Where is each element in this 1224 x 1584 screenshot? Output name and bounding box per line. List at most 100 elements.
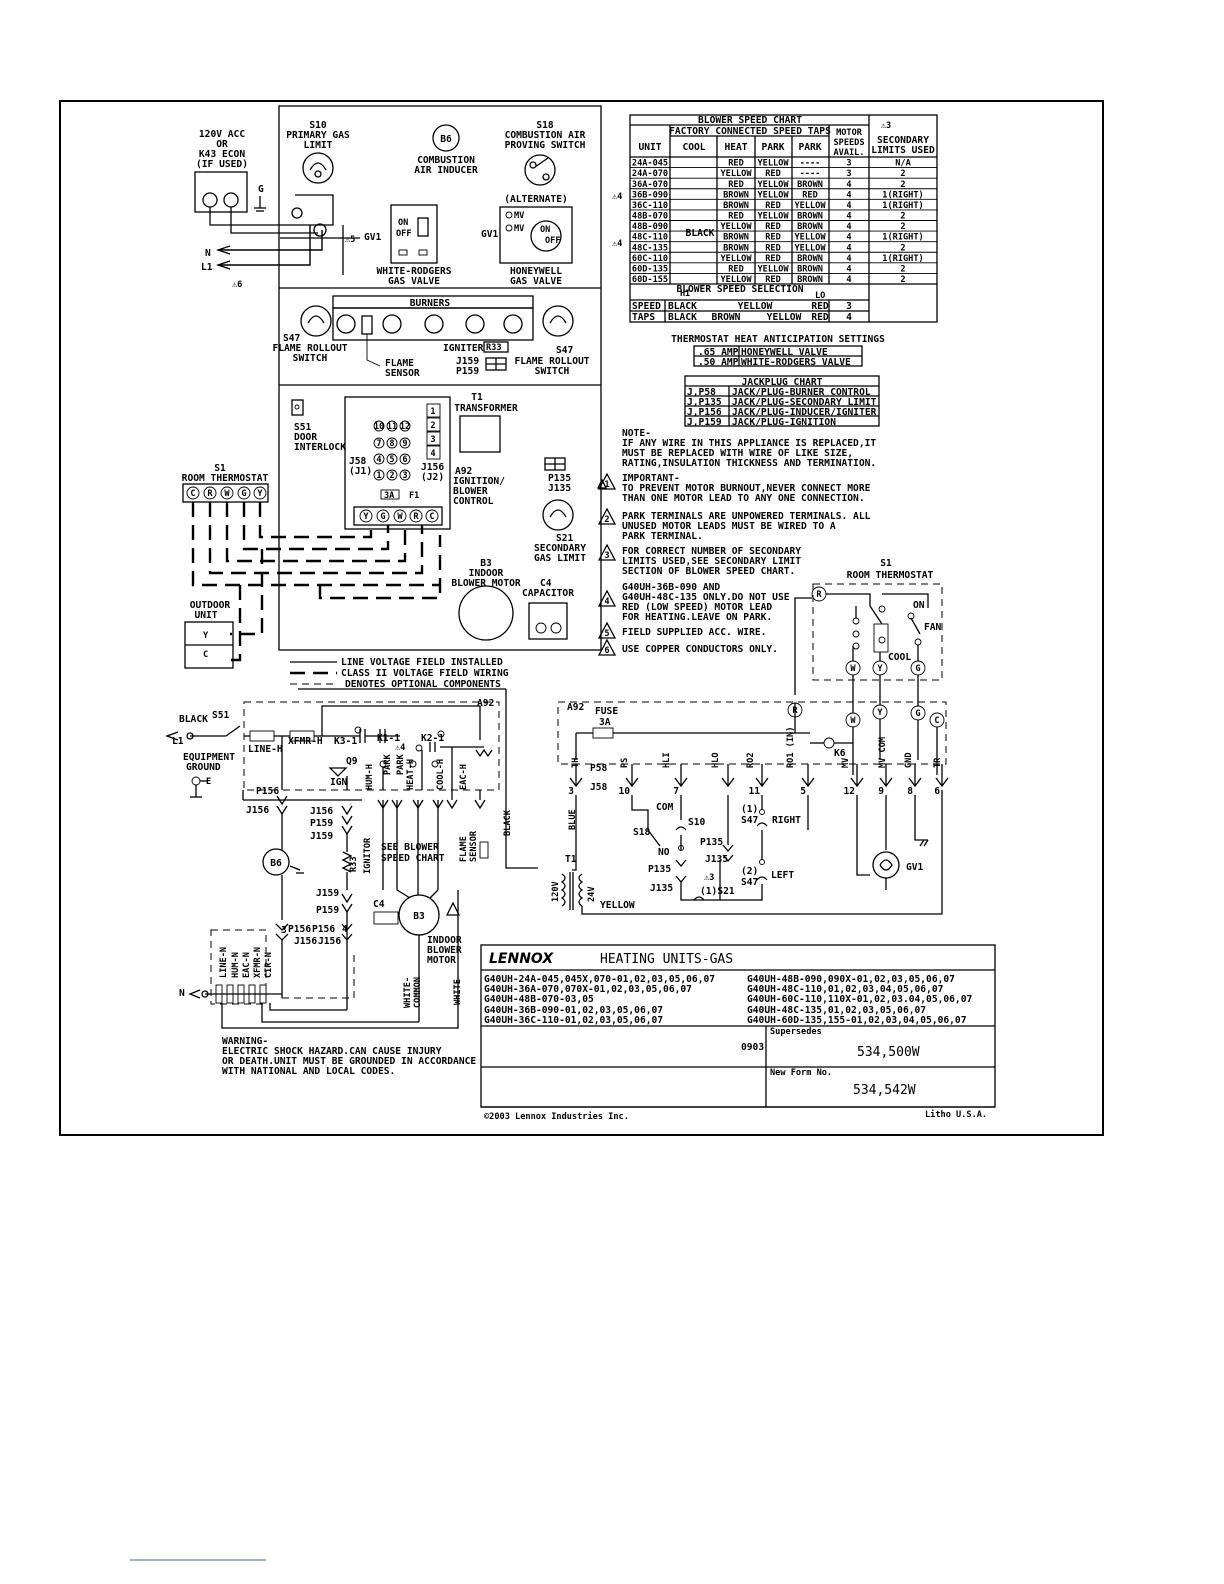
svg-text:PARK TERMINALS ARE UNPOWERED T: PARK TERMINALS ARE UNPOWERED TERMINALS. … bbox=[622, 511, 871, 522]
chart-cell: YELLOW bbox=[757, 190, 789, 200]
svg-text:(J1): (J1) bbox=[349, 466, 372, 477]
svg-text:OUTDOOR: OUTDOOR bbox=[190, 600, 231, 611]
svg-text:SEE BLOWER: SEE BLOWER bbox=[381, 842, 439, 853]
svg-text:RIGHT: RIGHT bbox=[772, 815, 801, 826]
svg-text:YELLOW: YELLOW bbox=[600, 900, 635, 911]
notes: NOTE- IF ANY WIRE IN THIS APPLIANCE IS R… bbox=[596, 428, 876, 656]
svg-text:COOL: COOL bbox=[888, 652, 911, 663]
chart-cell: 48C-135 bbox=[632, 243, 668, 253]
chart-cell: BROWN bbox=[797, 212, 823, 222]
svg-text:DENOTES OPTIONAL COMPONENTS: DENOTES OPTIONAL COMPONENTS bbox=[345, 679, 501, 690]
svg-text:FLAME: FLAME bbox=[385, 358, 414, 369]
svg-text:R33: R33 bbox=[486, 343, 502, 353]
svg-text:HEAT-H: HEAT-H bbox=[406, 759, 416, 790]
svg-text:HONEYWELL VALVE: HONEYWELL VALVE bbox=[741, 347, 828, 358]
chart-cell: RED bbox=[765, 275, 781, 285]
svg-text:P135: P135 bbox=[548, 473, 571, 484]
a92-control-board bbox=[344, 396, 451, 530]
svg-text:8: 8 bbox=[389, 439, 394, 449]
svg-text:RED: RED bbox=[811, 301, 829, 312]
svg-text:SECONDARY: SECONDARY bbox=[877, 135, 929, 146]
svg-text:P159: P159 bbox=[310, 818, 333, 829]
svg-text:FLAME ROLLOUT: FLAME ROLLOUT bbox=[514, 356, 589, 367]
svg-text:COMMON: COMMON bbox=[413, 977, 423, 1008]
svg-text:P135: P135 bbox=[648, 864, 671, 875]
svg-text:G40UH-48B-090,090X-01,02,03,05: G40UH-48B-090,090X-01,02,03,05,06,07 bbox=[747, 974, 955, 985]
svg-text:J,P156: J,P156 bbox=[687, 407, 722, 418]
ladder-b6-motor-icon bbox=[262, 848, 290, 876]
svg-text:(2): (2) bbox=[741, 866, 758, 877]
svg-text:A92: A92 bbox=[477, 698, 494, 709]
chart-cell: RED bbox=[765, 201, 781, 211]
chart-cell: BROWN bbox=[723, 243, 749, 253]
svg-text:YELLOW: YELLOW bbox=[738, 301, 773, 312]
b3-blower-motor-icon bbox=[458, 585, 514, 641]
accessory-box bbox=[194, 171, 248, 213]
chart-cell: RED bbox=[728, 212, 744, 222]
chart-cell: YELLOW bbox=[757, 159, 789, 169]
svg-text:3A: 3A bbox=[599, 717, 611, 728]
chart-cell: 24A-045 bbox=[632, 159, 668, 169]
svg-text:⚠3: ⚠3 bbox=[881, 121, 891, 131]
title-block: LENNOX HEATING UNITS-GAS G40UH-24A-045,0… bbox=[480, 944, 996, 1122]
svg-text:J58: J58 bbox=[349, 456, 367, 467]
svg-text:IMPORTANT-: IMPORTANT- bbox=[622, 473, 680, 484]
svg-text:GV1: GV1 bbox=[481, 229, 499, 240]
svg-text:R: R bbox=[792, 706, 798, 716]
svg-text:HI: HI bbox=[680, 289, 690, 299]
svg-text:SENSOR: SENSOR bbox=[469, 830, 479, 862]
chart-cell: 4 bbox=[846, 275, 851, 285]
chart-cell: 1(RIGHT) bbox=[882, 254, 923, 264]
svg-text:LO: LO bbox=[815, 291, 825, 301]
chart-cell: 4 bbox=[846, 180, 851, 190]
svg-text:GAS VALVE: GAS VALVE bbox=[388, 276, 440, 287]
svg-text:SECONDARY: SECONDARY bbox=[534, 543, 586, 554]
svg-text:7: 7 bbox=[376, 439, 381, 449]
svg-text:J156: J156 bbox=[318, 936, 341, 947]
svg-text:HLO: HLO bbox=[711, 752, 721, 768]
svg-text:J156: J156 bbox=[421, 462, 444, 473]
svg-text:S47: S47 bbox=[283, 333, 301, 344]
chart-cell: 4 bbox=[846, 264, 851, 274]
svg-text:FACTORY CONNECTED SPEED TAPS: FACTORY CONNECTED SPEED TAPS bbox=[669, 126, 831, 137]
svg-text:MV: MV bbox=[514, 211, 524, 221]
svg-text:R: R bbox=[413, 512, 419, 522]
chart-cell: BROWN bbox=[797, 222, 823, 232]
svg-text:INDOOR: INDOOR bbox=[427, 935, 462, 946]
svg-text:G40UH-36A-070,070X-01,02,03,05: G40UH-36A-070,070X-01,02,03,05,06,07 bbox=[484, 984, 692, 995]
svg-text:IGNITER: IGNITER bbox=[443, 343, 484, 354]
svg-text:AVAIL.: AVAIL. bbox=[833, 148, 864, 158]
svg-text:G: G bbox=[241, 489, 246, 499]
svg-text:C: C bbox=[190, 489, 195, 499]
svg-text:TR: TR bbox=[933, 757, 943, 768]
svg-text:Y: Y bbox=[203, 631, 209, 641]
svg-text:2: 2 bbox=[389, 471, 394, 481]
svg-text:K6: K6 bbox=[834, 748, 846, 759]
svg-text:G: G bbox=[380, 512, 385, 522]
svg-text:©2003 Lennox Industries Inc.: ©2003 Lennox Industries Inc. bbox=[484, 1111, 629, 1122]
svg-text:R: R bbox=[207, 489, 213, 499]
svg-text:G40UH-60C-110,110X-01,02,03.04: G40UH-60C-110,110X-01,02,03.04,05,06,07 bbox=[747, 994, 972, 1005]
svg-text:UNIT: UNIT bbox=[638, 142, 661, 153]
svg-text:GAS LIMIT: GAS LIMIT bbox=[534, 553, 586, 564]
chart-cell: 24A-070 bbox=[632, 169, 668, 179]
chart-cell: 2 bbox=[900, 243, 905, 253]
shock-warning: WARNING- ELECTRIC SHOCK HAZARD.CAN CAUSE… bbox=[222, 1036, 476, 1077]
svg-text:HONEYWELL: HONEYWELL bbox=[510, 266, 562, 277]
chart-cell: YELLOW bbox=[794, 201, 826, 211]
svg-text:4: 4 bbox=[430, 449, 435, 459]
svg-text:C: C bbox=[429, 512, 434, 522]
chart-cell: 4 bbox=[846, 222, 851, 232]
svg-text:J159: J159 bbox=[316, 888, 339, 899]
chart-cell: RED bbox=[765, 243, 781, 253]
chart-cell: YELLOW bbox=[720, 169, 752, 179]
gv1-valve-icon bbox=[872, 851, 900, 879]
svg-text:J135: J135 bbox=[650, 883, 673, 894]
chart-cell: 48B-070 bbox=[632, 212, 668, 222]
svg-text:5: 5 bbox=[604, 629, 609, 639]
svg-text:CONTROL: CONTROL bbox=[453, 496, 494, 507]
svg-text:YELLOW: YELLOW bbox=[767, 312, 802, 323]
svg-text:WHITE-: WHITE- bbox=[403, 977, 413, 1008]
svg-text:MV: MV bbox=[841, 758, 851, 768]
